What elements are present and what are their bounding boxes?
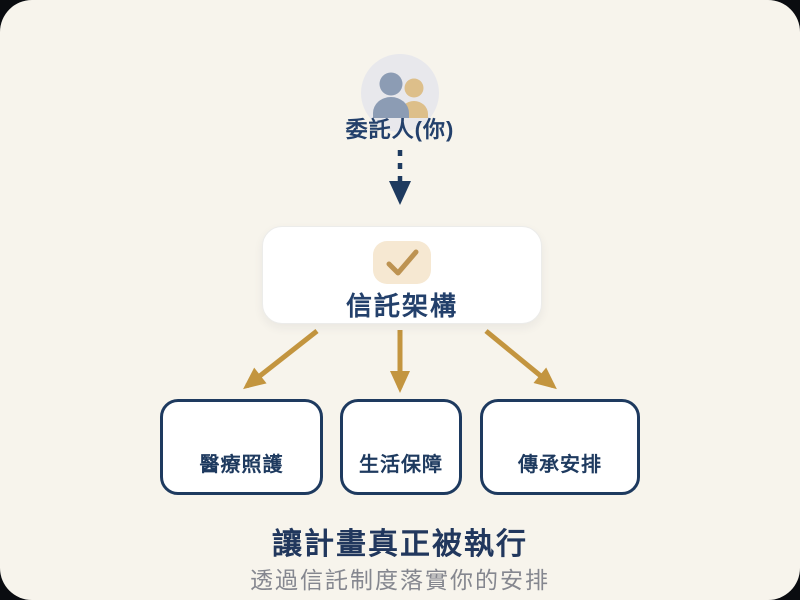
trust-structure-node: 信託架構	[262, 226, 542, 324]
arrow-trust-to-branch-1	[243, 329, 319, 390]
branch-node-living: 生活保障	[340, 399, 462, 495]
branch-label-living: 生活保障	[359, 454, 443, 476]
principal-label: 委託人(你)	[345, 117, 455, 142]
branch-node-inheritance: 傳承安排	[480, 399, 640, 495]
arrow-trust-to-branch-3	[484, 329, 557, 390]
branch-label-inheritance: 傳承安排	[518, 454, 602, 476]
check-chip	[373, 241, 431, 284]
branch-label-medical: 醫療照護	[199, 454, 284, 476]
branch-node-medical: 醫療照護	[160, 399, 323, 495]
people-icon	[361, 54, 439, 132]
check-icon	[386, 249, 419, 275]
trust-structure-label: 信託架構	[345, 291, 458, 321]
footer-subtitle: 透過信託制度落實你的安排	[250, 567, 550, 593]
footer-title: 讓計畫真正被執行	[272, 528, 528, 561]
